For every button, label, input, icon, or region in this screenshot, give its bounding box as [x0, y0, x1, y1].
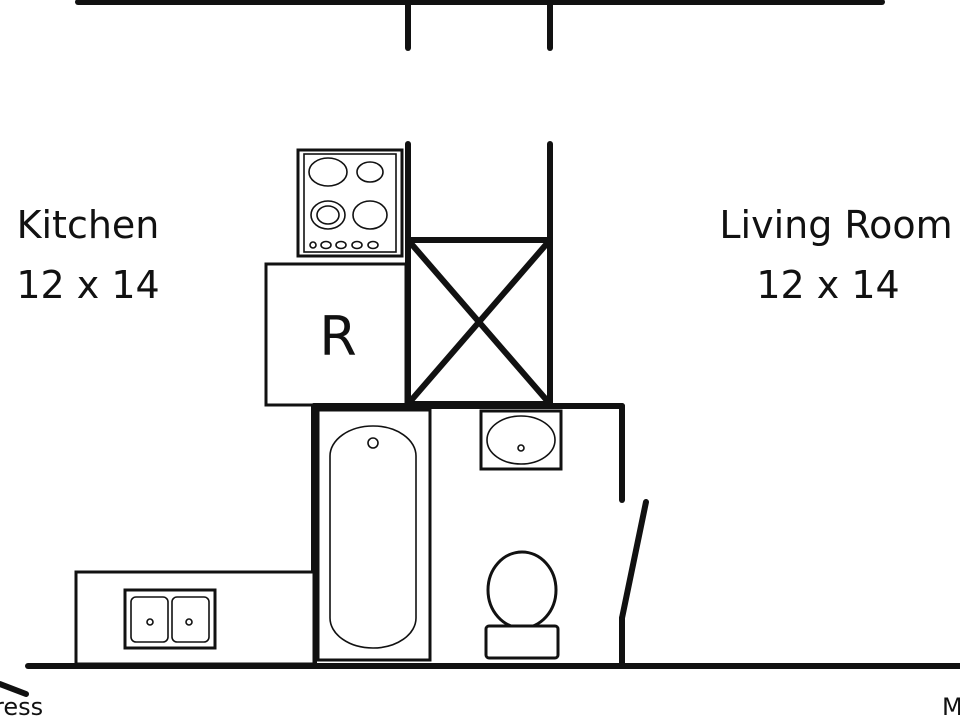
- bottom-left-door-stub: [0, 681, 29, 697]
- kitchen-sink: [123, 588, 217, 650]
- top-wall: [75, 0, 885, 51]
- bathroom-sink: [479, 409, 563, 471]
- bathroom-door: [619, 499, 649, 621]
- toilet: [484, 550, 560, 660]
- living-room-name: Living Room: [719, 203, 952, 247]
- kitchen-name: Kitchen: [17, 203, 160, 247]
- kitchen-size: 12 x 14: [16, 263, 159, 307]
- hallway-walls: [405, 141, 553, 407]
- bottom-right-edge-label: M: [942, 693, 960, 720]
- closet-chase: [405, 237, 553, 407]
- bathtub: [316, 408, 432, 662]
- bottom-left-edge-label: ress: [0, 693, 43, 720]
- refrigerator: R: [264, 262, 408, 407]
- stove: [296, 148, 404, 258]
- refrigerator-label: R: [319, 305, 357, 368]
- living-room-size: 12 x 14: [756, 263, 899, 307]
